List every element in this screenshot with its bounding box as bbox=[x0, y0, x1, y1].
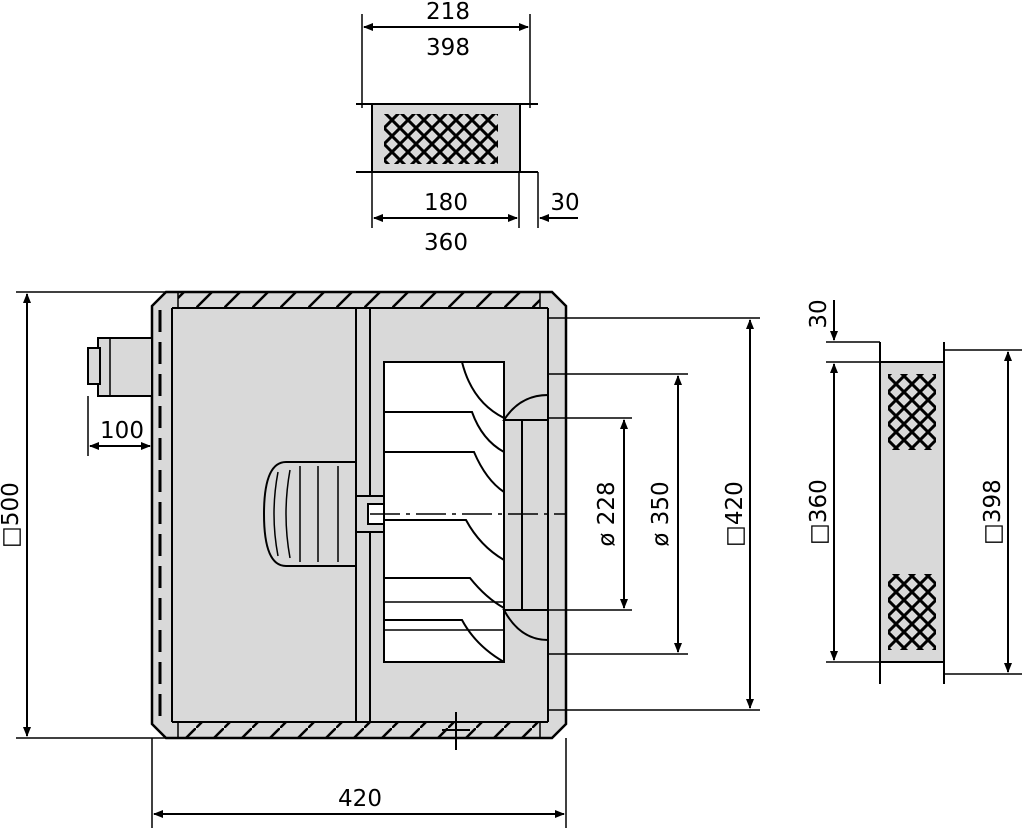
main-section-view: □500 100 bbox=[0, 290, 760, 828]
top-grille-view: 218 398 180 30 360 bbox=[356, 0, 580, 256]
side-mesh-bottom bbox=[888, 574, 936, 650]
side-mesh-top bbox=[888, 374, 936, 450]
dim-100: 100 bbox=[100, 418, 144, 444]
side-grille-view: 30 □360 □398 bbox=[806, 299, 1022, 684]
dim-180: 180 bbox=[424, 190, 468, 216]
dim-420-right: □420 bbox=[722, 481, 748, 547]
bottom-wall-hatch bbox=[177, 721, 541, 739]
dim-360-side: □360 bbox=[806, 479, 832, 545]
dim-360-top: 360 bbox=[424, 230, 468, 256]
top-wall-hatch bbox=[177, 291, 541, 309]
dim-398-side: □398 bbox=[980, 479, 1006, 545]
dim-30-side: 30 bbox=[806, 299, 832, 328]
motor-cap bbox=[87, 337, 153, 397]
dim-398-top: 398 bbox=[426, 35, 470, 61]
dim-420-bottom: 420 bbox=[338, 786, 382, 812]
dim-218: 218 bbox=[426, 0, 470, 25]
dim-350: ø 350 bbox=[648, 481, 674, 546]
dim-500: □500 bbox=[0, 482, 24, 548]
motor bbox=[262, 461, 385, 567]
dim-228: ø 228 bbox=[594, 481, 620, 546]
impeller bbox=[383, 361, 549, 663]
dim-30-top: 30 bbox=[550, 190, 579, 216]
top-grille-mesh bbox=[384, 114, 498, 164]
